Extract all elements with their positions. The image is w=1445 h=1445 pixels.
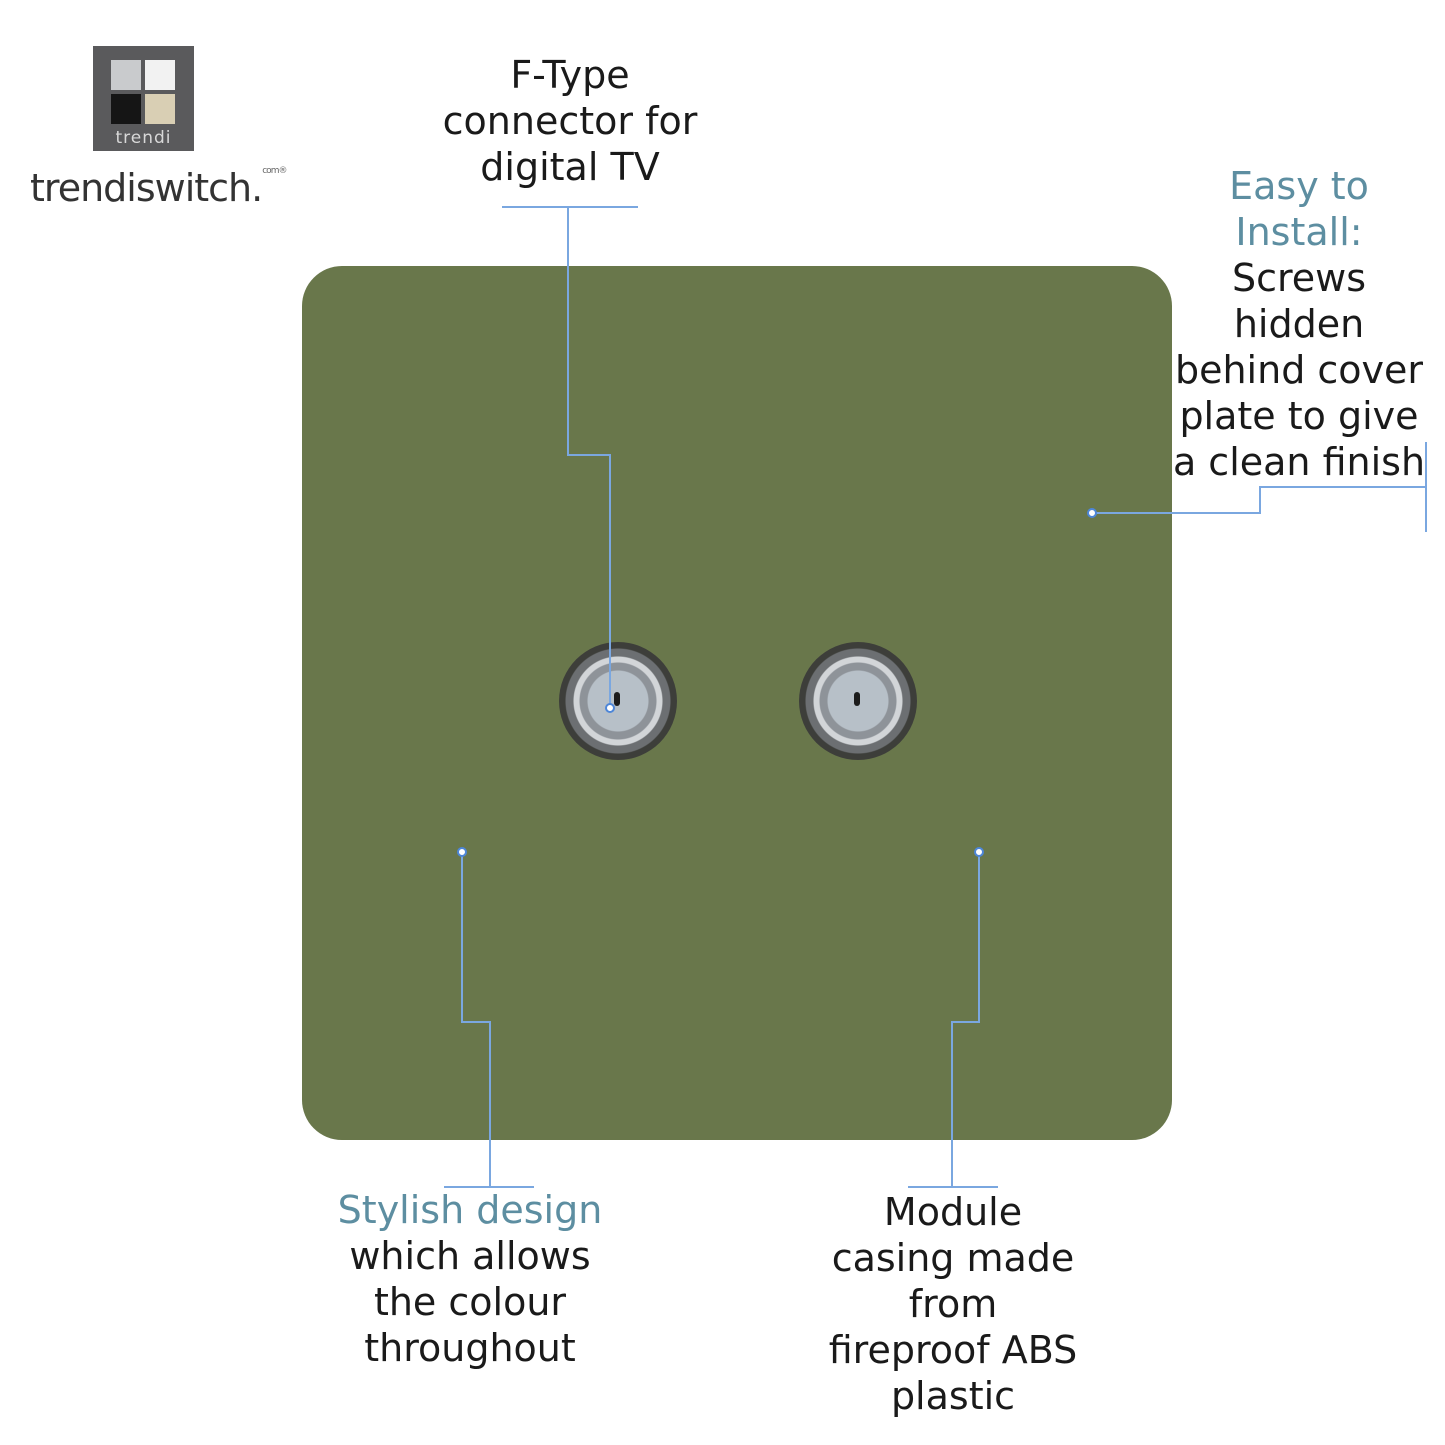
leader-install bbox=[1092, 486, 1426, 514]
brand-mark: com® bbox=[262, 166, 287, 176]
callout-module-line: from bbox=[908, 1282, 998, 1326]
tv-socket-faceplate bbox=[302, 266, 1172, 1140]
callout-connector-line: digital TV bbox=[480, 145, 660, 189]
leader-dot-design bbox=[457, 847, 467, 857]
callout-design-heading: Stylish design bbox=[337, 1188, 603, 1232]
callout-module-line: Module bbox=[883, 1190, 1023, 1234]
leader-connector-path bbox=[567, 207, 611, 708]
socket-pin bbox=[854, 692, 860, 706]
logo-quad-white bbox=[145, 60, 175, 90]
leader-dot-connector bbox=[605, 703, 615, 713]
leader-dot-install bbox=[1087, 508, 1097, 518]
logo-quad-cream bbox=[145, 94, 175, 124]
callout-connector-line: F-Type bbox=[510, 53, 630, 97]
callout-install-heading: Install: bbox=[1235, 210, 1363, 254]
logo-word: trendi bbox=[115, 128, 172, 148]
logo-quad-silver bbox=[111, 60, 141, 90]
brand-logo: trendi bbox=[93, 46, 194, 151]
callout-connector-line: connector for bbox=[442, 99, 698, 143]
callout-install-line: hidden bbox=[1233, 302, 1365, 346]
callout-install-line: plate to give bbox=[1179, 394, 1419, 438]
leader-dot-module bbox=[974, 847, 984, 857]
callout-install: Easy to Install: Screws hidden behind co… bbox=[1172, 163, 1426, 485]
brand-name: trendiswitch.com® bbox=[30, 166, 287, 210]
callout-install-line: a clean finish bbox=[1172, 440, 1426, 484]
callout-install-heading: Easy to bbox=[1229, 164, 1369, 208]
callout-module: Module casing made from fireproof ABS pl… bbox=[803, 1189, 1103, 1419]
callout-design-line: which allows bbox=[349, 1234, 591, 1278]
brand-name-text: trendiswitch bbox=[30, 166, 252, 210]
callout-module-line: casing made bbox=[831, 1236, 1075, 1280]
callout-module-line: plastic bbox=[890, 1374, 1016, 1418]
callout-design: Stylish design which allows the colour t… bbox=[310, 1187, 630, 1371]
callout-design-line: throughout bbox=[364, 1326, 576, 1370]
leader-design bbox=[461, 852, 491, 1187]
f-type-socket-right bbox=[799, 642, 917, 760]
callout-module-line: fireproof ABS bbox=[828, 1328, 1078, 1372]
callout-design-line: the colour bbox=[373, 1280, 567, 1324]
brand-name-suffix: . bbox=[251, 166, 263, 210]
callout-install-line: behind cover bbox=[1174, 348, 1424, 392]
callout-install-line: Screws bbox=[1231, 256, 1367, 300]
socket-pin bbox=[614, 692, 620, 706]
logo-quad-black bbox=[111, 94, 141, 124]
f-type-socket-left bbox=[559, 642, 677, 760]
callout-connector: F-Type connector for digital TV bbox=[420, 52, 720, 190]
leader-module bbox=[951, 852, 980, 1187]
